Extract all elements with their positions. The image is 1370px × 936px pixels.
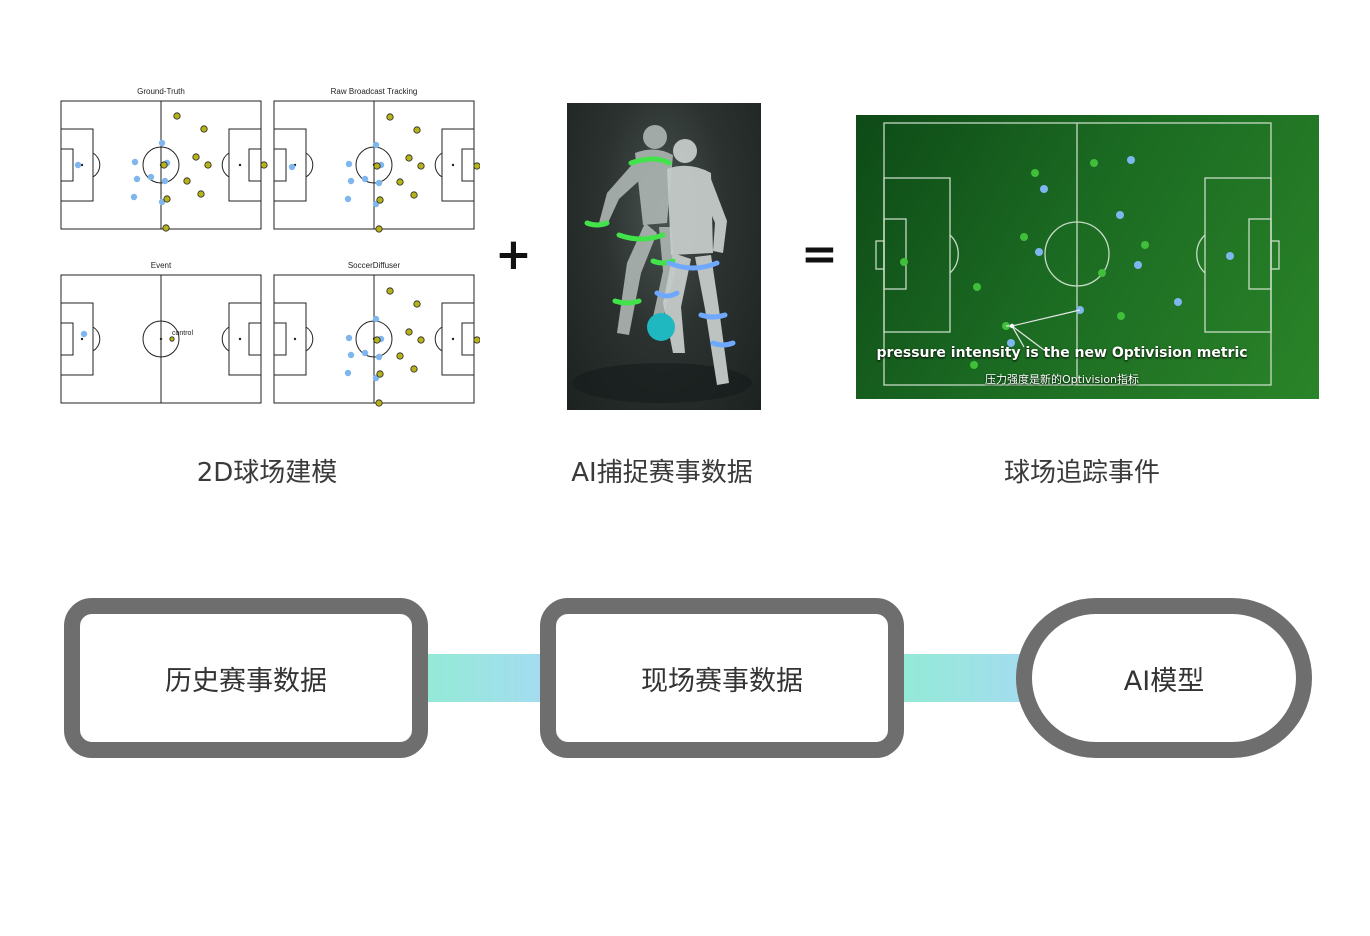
player-dot xyxy=(344,195,352,203)
pitch-title-ground-truth: Ground-Truth xyxy=(137,87,185,96)
tracking-player-blue xyxy=(1127,156,1135,164)
player-dot xyxy=(197,190,205,198)
box-historical-data-label: 历史赛事数据 xyxy=(165,665,327,697)
player-dot xyxy=(396,178,404,186)
player-dot xyxy=(405,154,413,162)
player-dot xyxy=(361,349,369,357)
player-dot xyxy=(372,315,380,323)
player-dot xyxy=(204,161,212,169)
player-dot xyxy=(260,161,268,169)
player-dot xyxy=(372,141,380,149)
player-dot xyxy=(473,336,480,344)
box-live-data: 现场赛事数据 xyxy=(540,598,904,758)
player-dot xyxy=(405,328,413,336)
tracking-player-blue xyxy=(1174,298,1182,306)
tracking-player-blue xyxy=(1116,211,1124,219)
caption-tracking: 球场追踪事件 xyxy=(1003,458,1160,488)
tracking-player-blue xyxy=(1134,261,1142,269)
tracking-player-green xyxy=(1098,269,1106,277)
player-dot xyxy=(192,153,200,161)
player-dot xyxy=(288,163,296,171)
player-dot xyxy=(74,161,82,169)
player-dot xyxy=(130,193,138,201)
player-dot xyxy=(162,224,170,232)
tracking-player-green xyxy=(1031,169,1039,177)
pitch-title-raw-broadcast: Raw Broadcast Tracking xyxy=(330,87,418,96)
caption-2d-pitch: 2D球场建模 xyxy=(196,458,338,488)
tracking-player-green xyxy=(1090,159,1098,167)
player-dot xyxy=(413,126,421,134)
tracking-player-green xyxy=(1117,312,1125,320)
player-dot xyxy=(417,336,425,344)
player-dot xyxy=(375,179,383,187)
tracking-player-blue xyxy=(1040,185,1048,193)
event-label: control xyxy=(172,330,194,337)
tracking-player-green xyxy=(900,258,908,266)
player-dot xyxy=(386,287,394,295)
player-dot xyxy=(413,300,421,308)
player-dot xyxy=(361,175,369,183)
pitch-title-soccerdiffuser: SoccerDiffuser xyxy=(347,261,401,270)
player-dot xyxy=(200,125,208,133)
player-dot xyxy=(375,225,383,233)
player-dot xyxy=(347,177,355,185)
player-dot xyxy=(183,177,191,185)
player-dot xyxy=(345,160,353,168)
tracking-player-blue xyxy=(1007,339,1015,347)
subtitle-chinese: 压力强度是新的Optivision指标 xyxy=(984,373,1140,386)
player-dot xyxy=(417,162,425,170)
box-ai-model: AI模型 xyxy=(1016,598,1312,758)
player-dot xyxy=(344,369,352,377)
tracking-pitch-image: pressure intensity is the new Optivision… xyxy=(856,115,1319,399)
player-dot xyxy=(173,112,181,120)
tracking-player-green xyxy=(973,283,981,291)
ball-dot xyxy=(169,336,175,342)
player-dot xyxy=(347,351,355,359)
box-live-data-label: 现场赛事数据 xyxy=(641,665,803,697)
pitch-title-event: Event xyxy=(150,261,172,270)
tracking-player-green xyxy=(1141,241,1149,249)
player-dot xyxy=(375,353,383,361)
player-dot xyxy=(386,113,394,121)
connector-2 xyxy=(903,654,1028,702)
player-dot xyxy=(147,173,155,181)
player-dot xyxy=(410,191,418,199)
pitch-drawings xyxy=(60,100,480,407)
tracking-player-green xyxy=(970,361,978,369)
tracking-player-green xyxy=(1020,233,1028,241)
player-dot xyxy=(376,196,384,204)
player-dot xyxy=(133,175,141,183)
player-dot xyxy=(158,198,166,206)
player-dot xyxy=(158,139,166,147)
player-dot xyxy=(345,334,353,342)
equals-sign: = xyxy=(801,229,838,280)
caption-ai-capture: AI捕捉赛事数据 xyxy=(571,458,753,488)
player-dot xyxy=(375,399,383,407)
tracking-player-blue xyxy=(1035,248,1043,256)
box-historical-data: 历史赛事数据 xyxy=(64,598,428,758)
player-dot xyxy=(131,158,139,166)
tracking-player-blue xyxy=(1226,252,1234,260)
player-dot xyxy=(163,195,171,203)
pitch-grid: Ground-Truth Raw Broadcast Tracking Even… xyxy=(55,82,480,412)
player-dot xyxy=(473,162,480,170)
player-dot xyxy=(373,162,381,170)
subtitle-english: pressure intensity is the new Optivision… xyxy=(876,345,1248,361)
player-dot xyxy=(376,370,384,378)
player-dot xyxy=(80,330,88,338)
player-dot xyxy=(160,161,168,169)
player-dot xyxy=(161,177,169,185)
player-capture-image xyxy=(567,103,761,410)
connector-1 xyxy=(427,654,542,702)
player-dot xyxy=(410,365,418,373)
plus-sign: + xyxy=(495,229,532,280)
player-dot xyxy=(396,352,404,360)
box-ai-model-label: AI模型 xyxy=(1123,665,1205,697)
player-dot xyxy=(373,336,381,344)
